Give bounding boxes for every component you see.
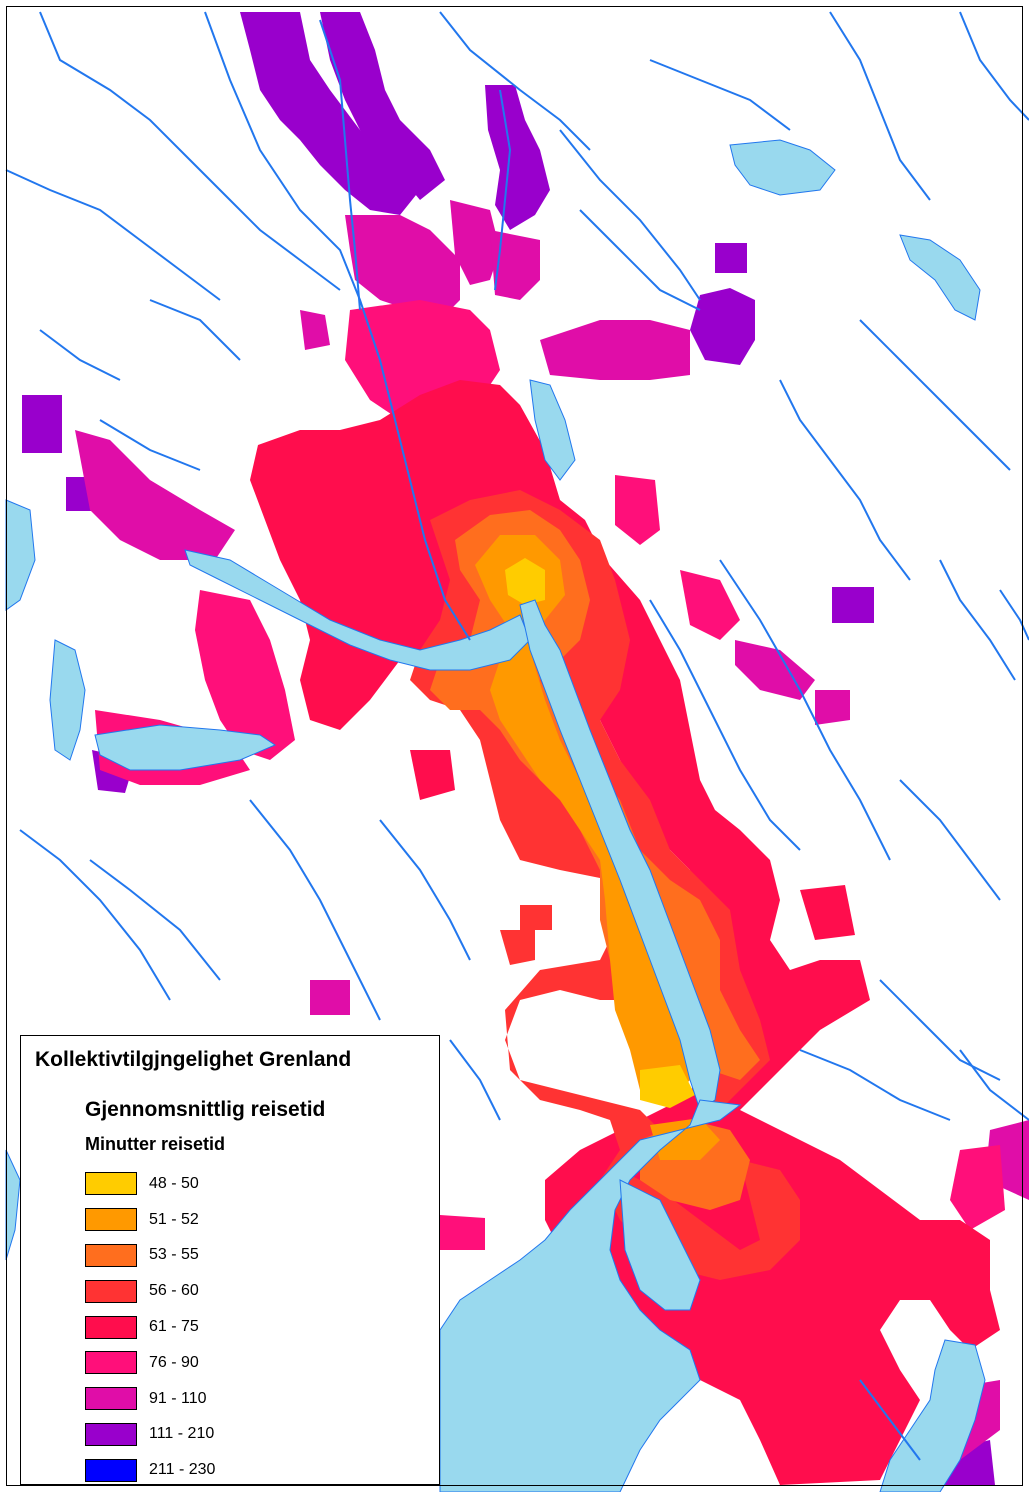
zones-51-52 <box>475 535 720 1160</box>
legend-item-label: 211 - 230 <box>149 1461 216 1479</box>
legend-item: 51 - 52 <box>85 1202 215 1238</box>
legend-swatch <box>85 1351 137 1375</box>
legend-swatch <box>85 1458 137 1482</box>
legend-item-label: 51 - 52 <box>149 1210 199 1228</box>
legend-unit-label: Minutter reisetid <box>85 1134 226 1154</box>
legend-item-label: 56 - 60 <box>149 1282 199 1300</box>
legend-item-label: 91 - 110 <box>149 1389 207 1407</box>
legend-items: 48 - 50 51 - 52 53 - 55 56 - 60 61 - 75 … <box>85 1166 215 1488</box>
legend-item-label: 111 - 210 <box>149 1425 215 1443</box>
legend-swatch <box>85 1279 137 1303</box>
legend-item: 56 - 60 <box>85 1273 215 1309</box>
legend-item-label: 53 - 55 <box>149 1246 199 1264</box>
zones-48-50 <box>505 558 695 1108</box>
legend-swatch <box>85 1208 137 1232</box>
legend-item: 76 - 90 <box>85 1345 215 1381</box>
legend-item-label: 76 - 90 <box>149 1353 199 1371</box>
legend-swatch <box>85 1422 137 1446</box>
legend-swatch <box>85 1387 137 1411</box>
legend-item: 48 - 50 <box>85 1166 215 1202</box>
water-bodies <box>5 139 986 1492</box>
map-legend: Kollektivtilgjngelighet Grenland Gjennom… <box>20 1035 440 1485</box>
legend-title: Kollektivtilgjngelighet Grenland <box>35 1048 352 1071</box>
legend-item: 61 - 75 <box>85 1309 215 1345</box>
legend-swatch <box>85 1172 137 1196</box>
legend-swatch <box>85 1315 137 1339</box>
legend-item: 111 - 210 <box>85 1417 215 1453</box>
legend-swatch <box>85 1243 137 1267</box>
legend-item: 53 - 55 <box>85 1238 215 1274</box>
legend-item: 91 - 110 <box>85 1381 215 1417</box>
legend-item: 211 - 230 <box>85 1452 215 1488</box>
legend-item-label: 61 - 75 <box>149 1318 199 1336</box>
legend-item-label: 48 - 50 <box>149 1174 199 1192</box>
legend-subtitle: Gjennomsnittlig reisetid <box>85 1098 326 1121</box>
